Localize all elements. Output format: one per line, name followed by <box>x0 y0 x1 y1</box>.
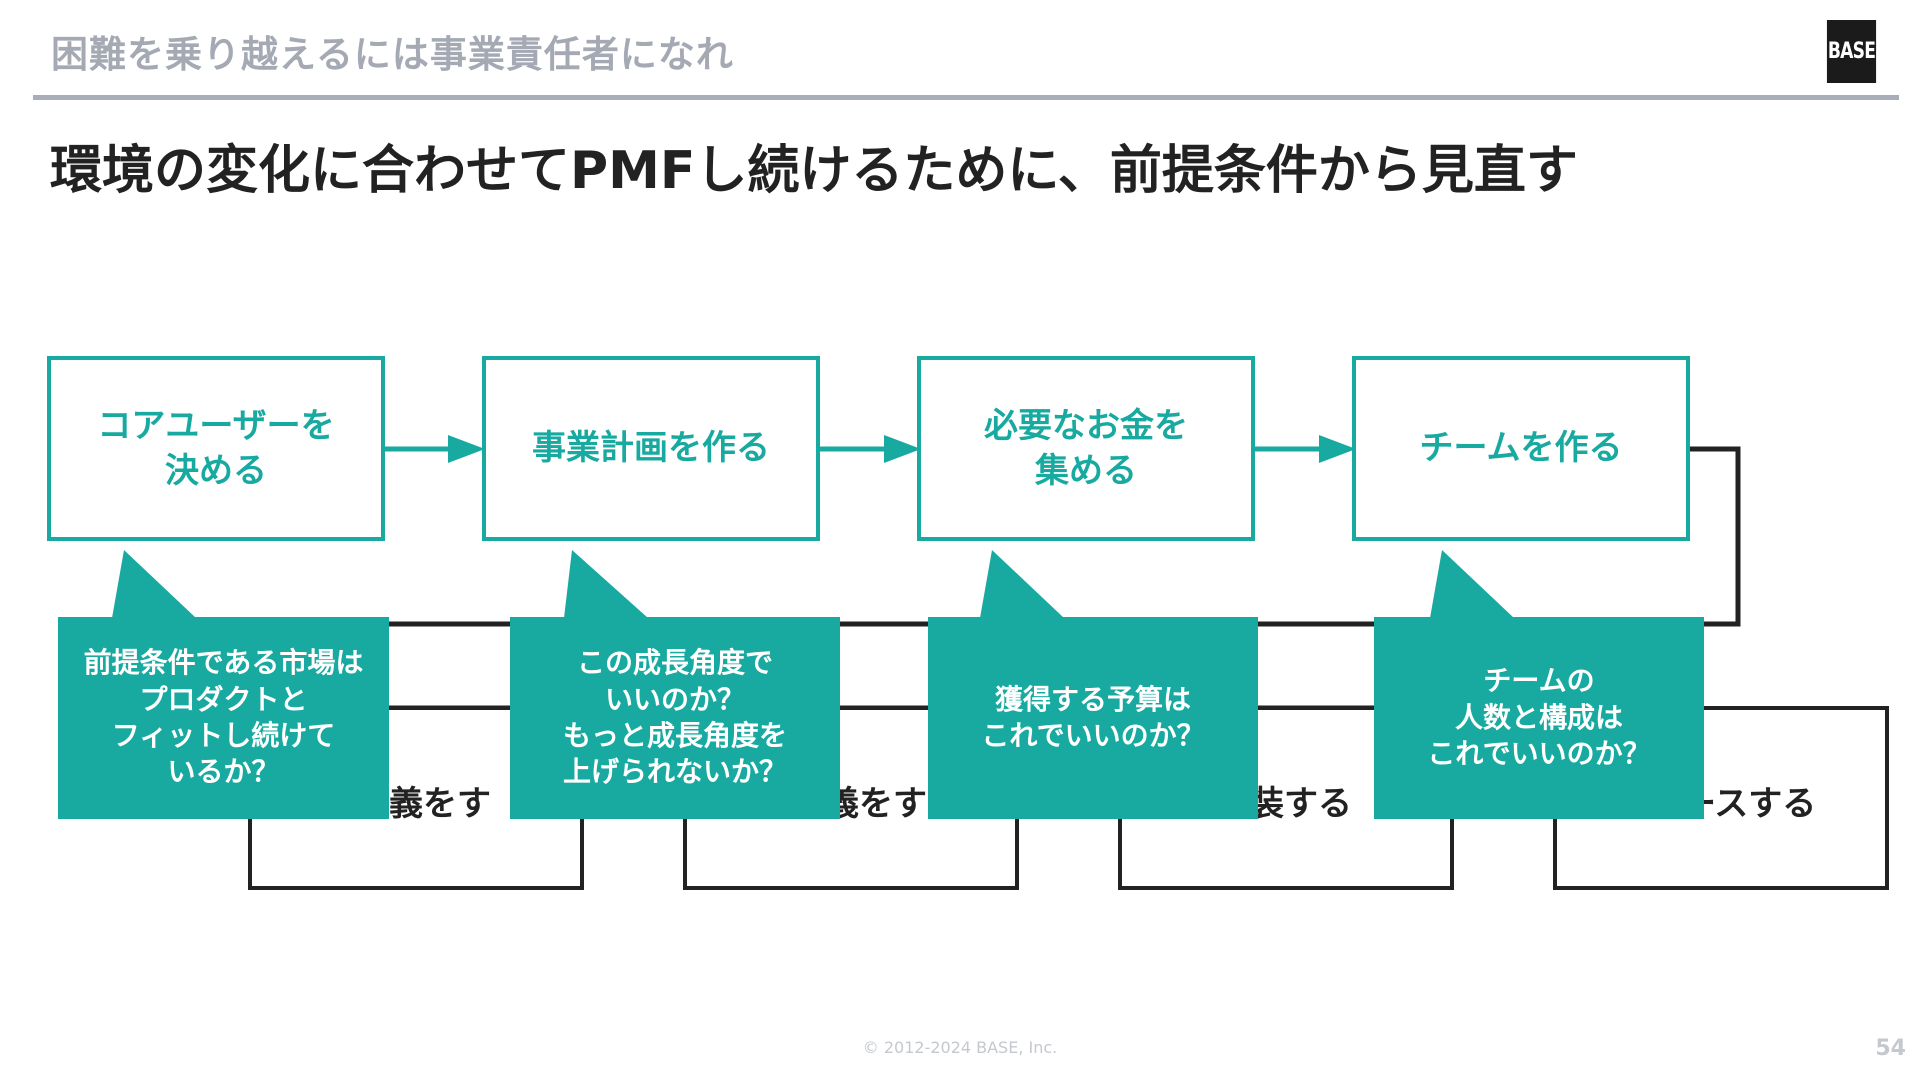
header-divider <box>33 95 1899 100</box>
slide-title: 環境の変化に合わせてPMFし続けるために、前提条件から見直す <box>50 141 1578 201</box>
question-bubble-growth-angle: この成長角度で いいのか？ もっと成長角度を 上げられないか？ <box>510 617 840 819</box>
section-title: 困難を乗り越えるには事業責任者になれ <box>51 33 734 76</box>
bubble-tail-2 <box>564 550 648 618</box>
step-box-raise-money: 必要なお金を 集める <box>917 356 1255 541</box>
step-box-build-team: チームを作る <box>1352 356 1690 541</box>
question-bubble-team: チームの 人数と構成は これでいいのか？ <box>1374 617 1704 819</box>
arrow-3-to-4 <box>1255 435 1356 463</box>
bottom-step-label-4: ースする <box>1682 784 1817 824</box>
arrow-2-to-3 <box>820 435 921 463</box>
question-bubble-budget: 獲得する予算は これでいいのか？ <box>928 617 1258 819</box>
bottom-step-label-3: 装する <box>1250 784 1352 824</box>
bottom-step-label-2: 義をす <box>825 784 927 824</box>
bubble-tail-3 <box>980 550 1064 618</box>
page-number: 54 <box>1875 1036 1906 1061</box>
step-box-business-plan: 事業計画を作る <box>482 356 820 541</box>
base-logo: BASE <box>1826 20 1877 83</box>
arrow-1-to-2 <box>385 435 485 463</box>
question-bubble-market-fit: 前提条件である市場は プロダクトと フィットし続けて いるか？ <box>58 617 389 819</box>
step-box-core-user: コアユーザーを 決める <box>47 356 385 541</box>
copyright-footer: © 2012-2024 BASE, Inc. <box>862 1038 1058 1057</box>
bubble-tail-4 <box>1430 550 1514 618</box>
bubble-tail-1 <box>112 550 196 618</box>
